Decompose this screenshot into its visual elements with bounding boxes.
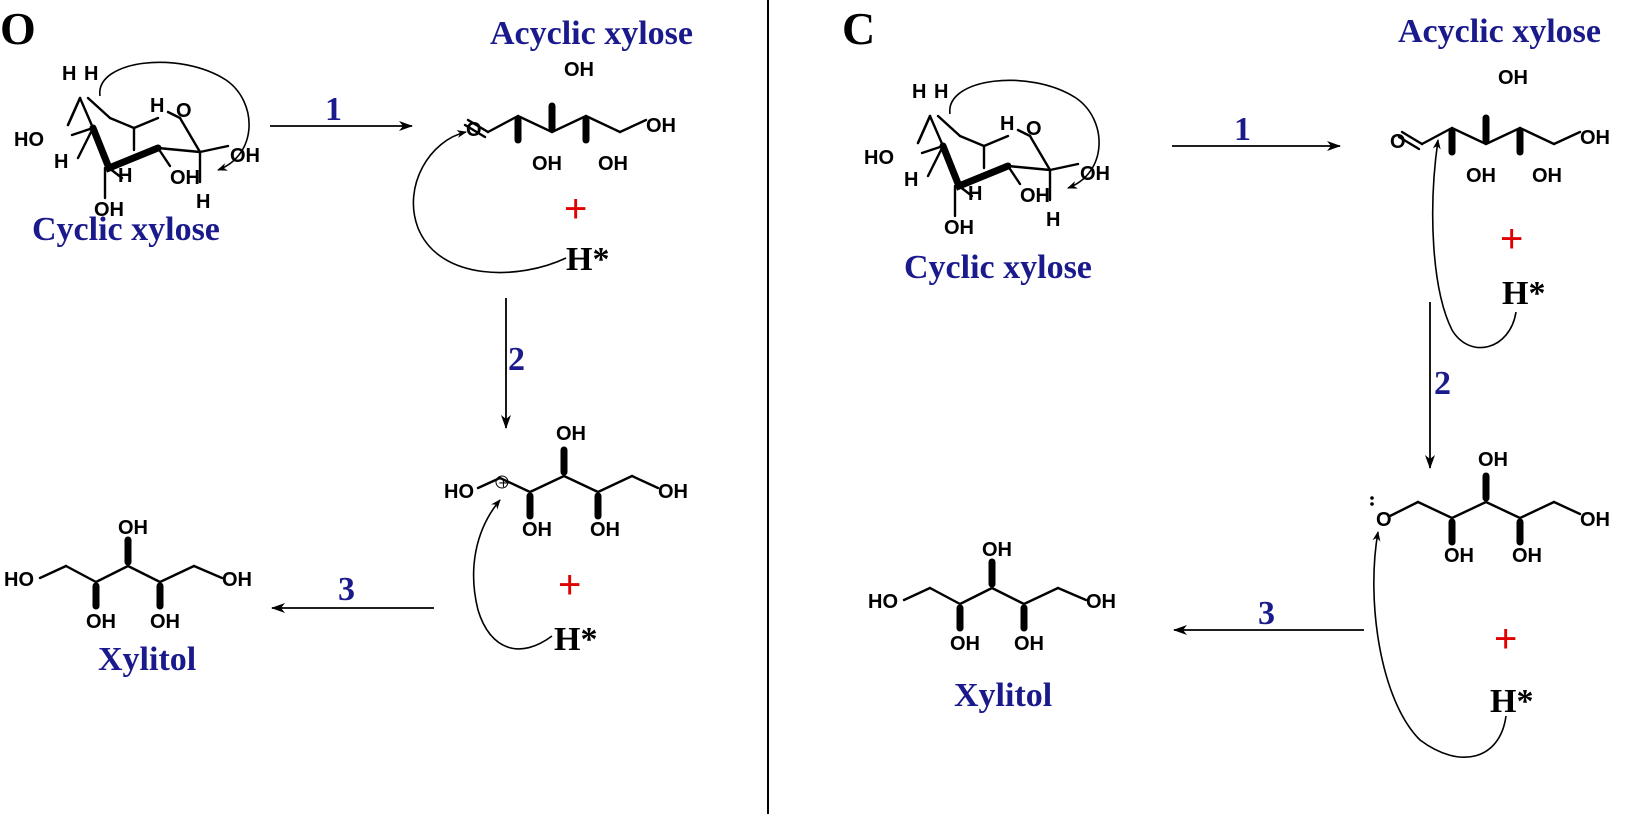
atom-label: H: [934, 81, 948, 103]
atom-label: O: [176, 100, 192, 122]
electron-arrow: [1431, 139, 1517, 349]
atom-label: OH: [222, 569, 252, 591]
xylitol-label: Xylitol: [98, 641, 196, 678]
hydrogen-star-label: H*: [566, 241, 609, 278]
atom-label: OH: [522, 519, 552, 541]
atom-label: OH: [1498, 67, 1528, 89]
atom-label: H: [54, 151, 68, 173]
charge-label: +: [498, 476, 509, 491]
atom-label: OH: [86, 611, 116, 633]
atom-label: OH: [1466, 165, 1496, 187]
atom-label: OH: [982, 539, 1012, 561]
cyclic-xylose-label: Cyclic xylose: [904, 249, 1092, 286]
step-1-label: 1: [1234, 111, 1251, 148]
hydrogen-star-label: H*: [1502, 275, 1545, 312]
atom-label: HO: [4, 569, 34, 591]
atom-label: OH: [1580, 127, 1610, 149]
plus-sign: +: [1500, 217, 1523, 261]
step-3-label: 3: [1258, 595, 1275, 632]
panel-o: O H H H O HO H H OH OH OH H Cyclic xylos…: [0, 3, 693, 678]
alkoxide-structure: O OH OH OH OH: [1370, 449, 1610, 567]
atom-label: OH: [230, 145, 260, 167]
atom-label: OH: [590, 519, 620, 541]
cyclic-xylose-structure: H H H O HO H H OH OH OH H: [14, 62, 260, 221]
atom-label: HO: [444, 481, 474, 503]
atom-label: O: [1390, 131, 1406, 153]
atom-label: OH: [944, 217, 974, 239]
atom-label: OH: [1086, 591, 1116, 613]
atom-label: H: [150, 95, 164, 117]
step-3-label: 3: [338, 571, 355, 608]
electron-arrow: [472, 499, 553, 650]
atom-label: OH: [94, 199, 124, 221]
atom-label: H: [62, 63, 76, 85]
atom-label: O: [466, 119, 482, 141]
atom-label: OH: [658, 481, 688, 503]
cyclic-xylose-structure: H H H O HO H H OH OH OH H: [864, 80, 1110, 239]
atom-label: OH: [1512, 545, 1542, 567]
panel-c: C H H H O HO H H OH OH OH H Cyclic xylos…: [842, 3, 1610, 758]
atom-label: H: [1000, 113, 1014, 135]
atom-label: OH: [950, 633, 980, 655]
atom-label: H: [196, 191, 210, 213]
atom-label: O: [1376, 509, 1392, 531]
atom-label: OH: [532, 153, 562, 175]
atom-label: HO: [14, 129, 44, 151]
atom-label: H: [118, 165, 132, 187]
carbocation-structure: + HO OH OH OH OH: [444, 423, 688, 541]
step-2-label: 2: [1434, 365, 1451, 402]
xylitol-label: Xylitol: [954, 677, 1052, 714]
acyclic-xylose-label: Acyclic xylose: [490, 15, 693, 52]
plus-sign: +: [1494, 617, 1517, 661]
cyclic-xylose-label: Cyclic xylose: [32, 211, 220, 248]
atom-label: OH: [1478, 449, 1508, 471]
atom-label: OH: [1532, 165, 1562, 187]
atom-label: H: [904, 169, 918, 191]
electron-arrow: [412, 130, 567, 274]
acyclic-xylose-structure: O OH OH OH OH: [465, 59, 676, 175]
atom-label: OH: [118, 517, 148, 539]
atom-label: OH: [556, 423, 586, 445]
atom-label: OH: [1580, 509, 1610, 531]
xylitol-structure: HO OH OH OH OH: [868, 539, 1116, 655]
atom-label: HO: [864, 147, 894, 169]
plus-sign: +: [558, 563, 581, 607]
atom-label: OH: [598, 153, 628, 175]
atom-label: OH: [564, 59, 594, 81]
acyclic-xylose-label: Acyclic xylose: [1398, 13, 1601, 50]
panel-letter: C: [842, 3, 875, 54]
atom-label: OH: [1444, 545, 1474, 567]
atom-label: H: [912, 81, 926, 103]
atom-label: H: [1046, 209, 1060, 231]
plus-sign: +: [564, 187, 587, 231]
atom-label: OH: [646, 115, 676, 137]
atom-label: OH: [150, 611, 180, 633]
hydrogen-star-label: H*: [1490, 683, 1533, 720]
atom-label: OH: [170, 167, 200, 189]
xylitol-structure: HO OH OH OH OH: [4, 517, 252, 633]
step-2-label: 2: [508, 341, 525, 378]
atom-label: OH: [1014, 633, 1044, 655]
atom-label: H: [968, 183, 982, 205]
atom-label: OH: [1080, 163, 1110, 185]
hydrogen-star-label: H*: [554, 621, 597, 658]
panel-letter: O: [0, 3, 36, 54]
atom-label: OH: [1020, 185, 1050, 207]
atom-label: HO: [868, 591, 898, 613]
atom-label: O: [1026, 118, 1042, 140]
electron-arrow: [1372, 531, 1507, 758]
step-1-label: 1: [325, 91, 342, 128]
acyclic-xylose-structure: O OH OH OH OH: [1390, 67, 1610, 187]
atom-label: H: [84, 63, 98, 85]
